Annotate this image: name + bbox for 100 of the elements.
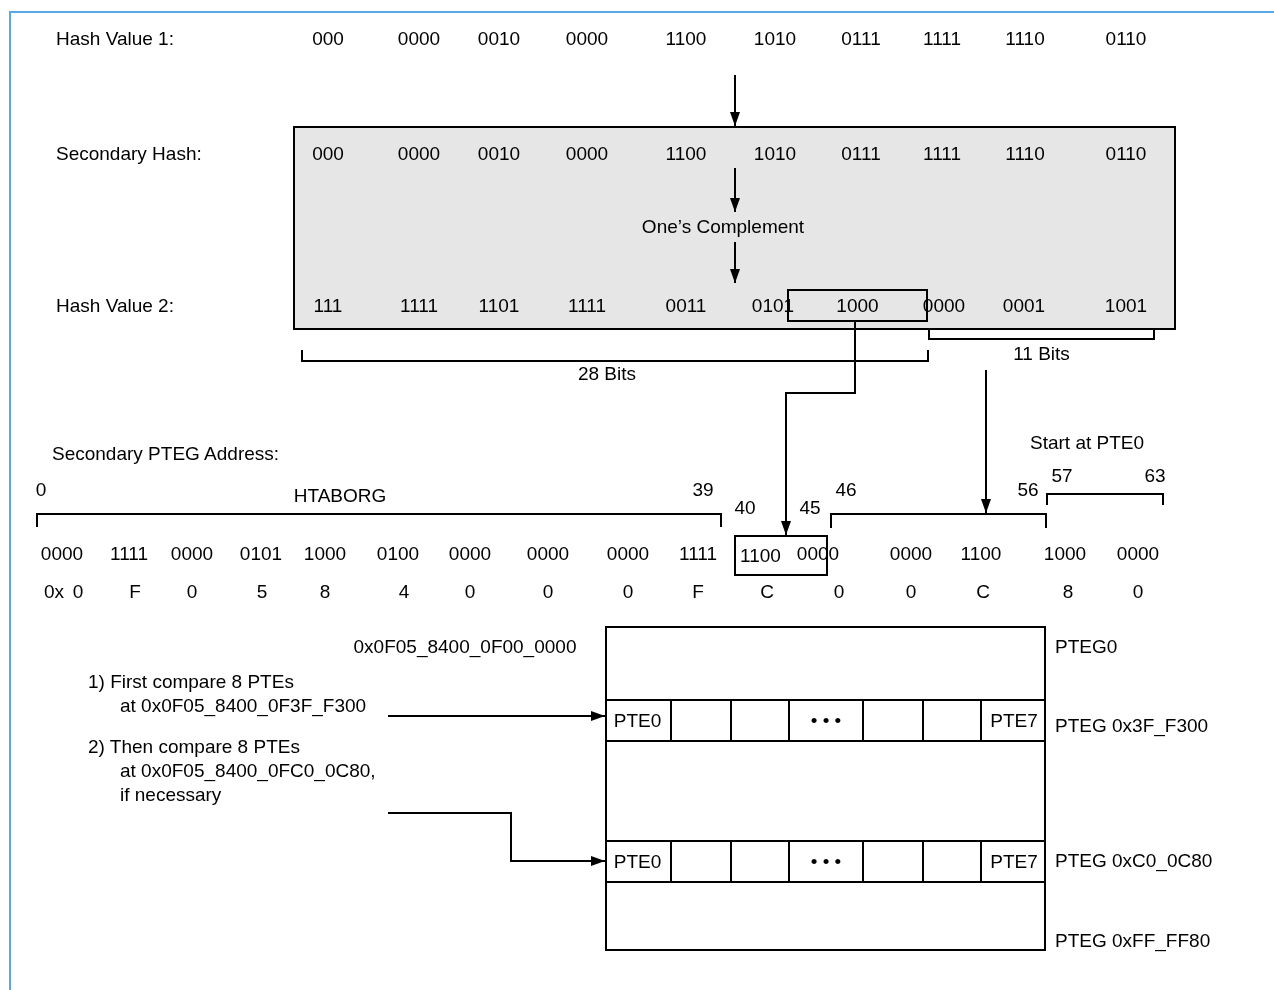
annotation: Start at PTE0	[1030, 432, 1144, 452]
bit-group: 0000	[448, 543, 492, 563]
hex-digit: 0	[186, 581, 198, 601]
bit-group: 1100	[665, 28, 707, 48]
bit-group: 0110	[1105, 28, 1147, 48]
bit-group: 0111	[841, 143, 881, 163]
bit-group: 1001	[1104, 295, 1148, 315]
bit-number: 56	[1017, 479, 1039, 499]
bit-number: 40	[734, 497, 756, 517]
section-heading: Secondary PTEG Address:	[52, 443, 280, 463]
pte-cell: PTE0	[605, 840, 672, 883]
operation-label: One’s Complement	[628, 212, 818, 242]
hex-digit: 0	[833, 581, 845, 601]
bit-group: 0000	[526, 543, 570, 563]
hex-digit: 0	[1132, 581, 1144, 601]
row-label: Secondary Hash:	[56, 143, 202, 163]
bit-number: 63	[1144, 465, 1166, 485]
address-label: 0x0F05_8400_0F00_0000	[353, 636, 577, 656]
pte-cell: PTE0	[605, 699, 672, 742]
pte-cell	[864, 840, 924, 883]
row-label: Hash Value 1:	[56, 28, 174, 48]
hex-digit: 0	[464, 581, 476, 601]
pte-cell	[672, 699, 732, 742]
bit-group: 0000	[170, 543, 214, 563]
bit-group: 1101	[478, 295, 520, 315]
hex-prefix: 0x	[43, 581, 65, 601]
bit-group: 0010	[477, 28, 521, 48]
bit-group: 0110	[1105, 143, 1147, 163]
pte-cell	[864, 699, 924, 742]
bit-group: 1111	[679, 543, 717, 563]
bit-group: 1110	[1005, 143, 1045, 163]
hex-digit: 8	[1062, 581, 1074, 601]
bit-group: 0000	[606, 543, 650, 563]
secondary-hash-panel	[293, 126, 1176, 330]
bit-number: 45	[799, 497, 821, 517]
hex-digit: C	[760, 581, 774, 601]
pte-cell: • • •	[790, 840, 864, 883]
arrow	[730, 167, 740, 213]
bit-group: 0000	[397, 28, 441, 48]
hex-digit: 4	[398, 581, 410, 601]
bit-group: 1100	[960, 543, 1002, 563]
bit-group: 111	[313, 295, 343, 315]
bit-range-bracket: 11 Bits	[928, 330, 1155, 370]
pte-cell	[732, 699, 790, 742]
bit-group: 0101	[239, 543, 283, 563]
bit-number: 46	[835, 479, 857, 499]
arrow	[730, 74, 740, 127]
arrow	[730, 241, 740, 284]
bit-group: 1110	[1005, 28, 1045, 48]
step-note: 2) Then compare 8 PTEs at 0x0F05_8400_0FC0_0C80, if necessary	[88, 733, 388, 829]
bit-group: 0100	[376, 543, 420, 563]
bit-group: 1111	[110, 543, 148, 563]
bit-group: 0000	[1116, 543, 1160, 563]
bit-group: 1111	[923, 143, 961, 163]
bit-group: 000	[312, 143, 344, 163]
arrow	[387, 711, 606, 721]
bit-group: 0000	[889, 543, 933, 563]
bit-group: 0000	[565, 28, 609, 48]
bit-group: 1010	[753, 28, 797, 48]
pteg-table	[605, 626, 1046, 951]
bit-group: 0001	[1002, 295, 1046, 315]
bit-group: 0000	[40, 543, 84, 563]
bit-group: 0000	[397, 143, 441, 163]
arrow	[781, 321, 856, 536]
bit-group: 1111	[568, 295, 606, 315]
hex-digit: 0	[72, 581, 84, 601]
pteg-label: PTEG 0xFF_FF80	[1055, 930, 1211, 950]
hex-digit: F	[692, 581, 704, 601]
bit-group: 1000	[303, 543, 347, 563]
pte-cell: • • •	[790, 699, 864, 742]
field-name: HTABORG	[293, 485, 387, 505]
hex-digit: 0	[622, 581, 634, 601]
row-label: Hash Value 2:	[56, 295, 174, 315]
arrow	[387, 812, 606, 866]
pte-cell: PTE7	[982, 699, 1046, 742]
pte-cell	[924, 840, 982, 883]
bit-group: 0111	[841, 28, 881, 48]
bit-group: 0011	[665, 295, 707, 315]
pte-cell	[672, 840, 732, 883]
hex-digit: C	[976, 581, 990, 601]
hex-digit: 0	[905, 581, 917, 601]
hex-digit: 0	[542, 581, 554, 601]
bit-group: 0000	[565, 143, 609, 163]
bit-number: 39	[692, 479, 714, 499]
pteg-label: PTEG 0xC0_0C80	[1055, 850, 1213, 870]
bit-number: 0	[35, 479, 47, 499]
bit-group: 000	[312, 28, 344, 48]
bit-range-bracket	[830, 513, 1047, 528]
bit-group: 1111	[400, 295, 438, 315]
bit-group: 1000	[1043, 543, 1087, 563]
pte-cell	[732, 840, 790, 883]
pte-cell	[924, 699, 982, 742]
hex-digit: 5	[256, 581, 268, 601]
pte-cell: PTE7	[982, 840, 1046, 883]
dimension-label: 28 Bits	[577, 363, 637, 383]
arrow	[981, 369, 991, 514]
bit-group: 0010	[477, 143, 521, 163]
bit-group: 1100	[665, 143, 707, 163]
bit-group: 1010	[753, 143, 797, 163]
step-note: 1) First compare 8 PTEs at 0x0F05_8400_0F3F_F300	[88, 668, 388, 726]
